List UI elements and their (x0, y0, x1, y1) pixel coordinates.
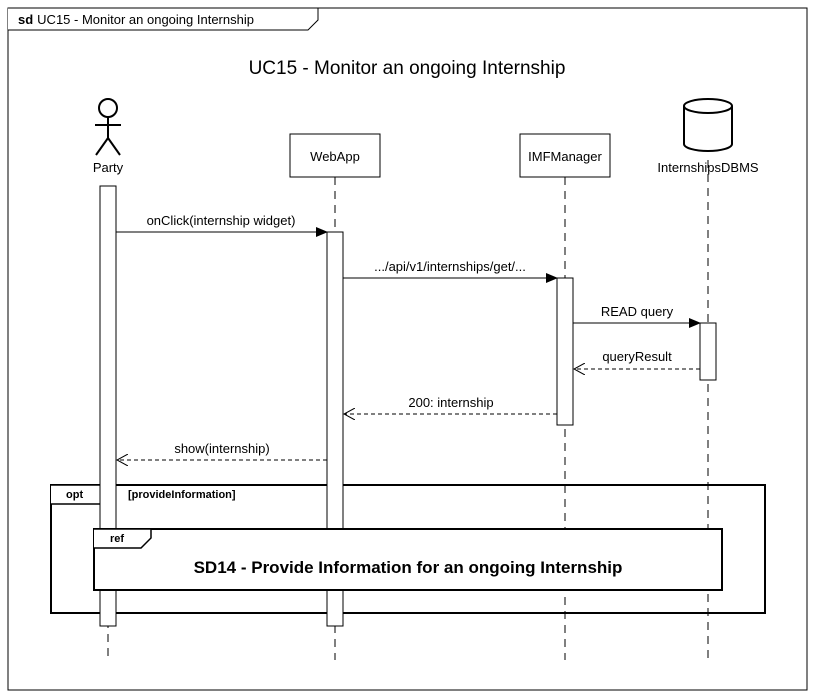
sd-keyword: sd (18, 12, 33, 27)
ref-operator: ref (110, 533, 124, 545)
participant-internshipsdbms-label: InternshipsDBMS (657, 160, 758, 175)
message-label-query-result: queryResult (602, 349, 672, 364)
message-label-200-internship: 200: internship (408, 395, 493, 410)
message-label-api-get: .../api/v1/internships/get/... (374, 259, 526, 274)
activation-imfmanager (556, 277, 574, 426)
actor-party-icon (95, 98, 121, 156)
participant-webapp-box[interactable] (289, 133, 381, 178)
sd-name: UC15 - Monitor an ongoing Internship (37, 12, 254, 27)
participant-imfmanager-label: IMFManager (528, 149, 602, 164)
sd-frame-tab (8, 7, 319, 31)
ref-fragment-tab (94, 528, 152, 549)
message-label-read-query: READ query (601, 304, 674, 319)
participant-imfmanager-box[interactable] (519, 133, 611, 178)
activation-webapp (326, 231, 344, 627)
opt-guard: [provideInformation] (128, 489, 236, 501)
activation-internshipsdbms (699, 322, 717, 381)
activation-party (99, 185, 117, 627)
database-icon (683, 98, 733, 152)
ref-fragment[interactable] (93, 528, 723, 591)
opt-fragment (50, 484, 766, 614)
participant-party-label: Party (93, 160, 124, 175)
sd-frame-label: sd UC15 - Monitor an ongoing Internship (18, 12, 254, 27)
participant-webapp-label: WebApp (310, 149, 360, 164)
opt-operator: opt (66, 489, 83, 501)
diagram-title: UC15 - Monitor an ongoing Internship (249, 58, 566, 79)
ref-text: SD14 - Provide Information for an ongoin… (194, 558, 623, 577)
message-label-show-internship: show(internship) (174, 441, 269, 456)
message-label-onclick: onClick(internship widget) (147, 213, 296, 228)
